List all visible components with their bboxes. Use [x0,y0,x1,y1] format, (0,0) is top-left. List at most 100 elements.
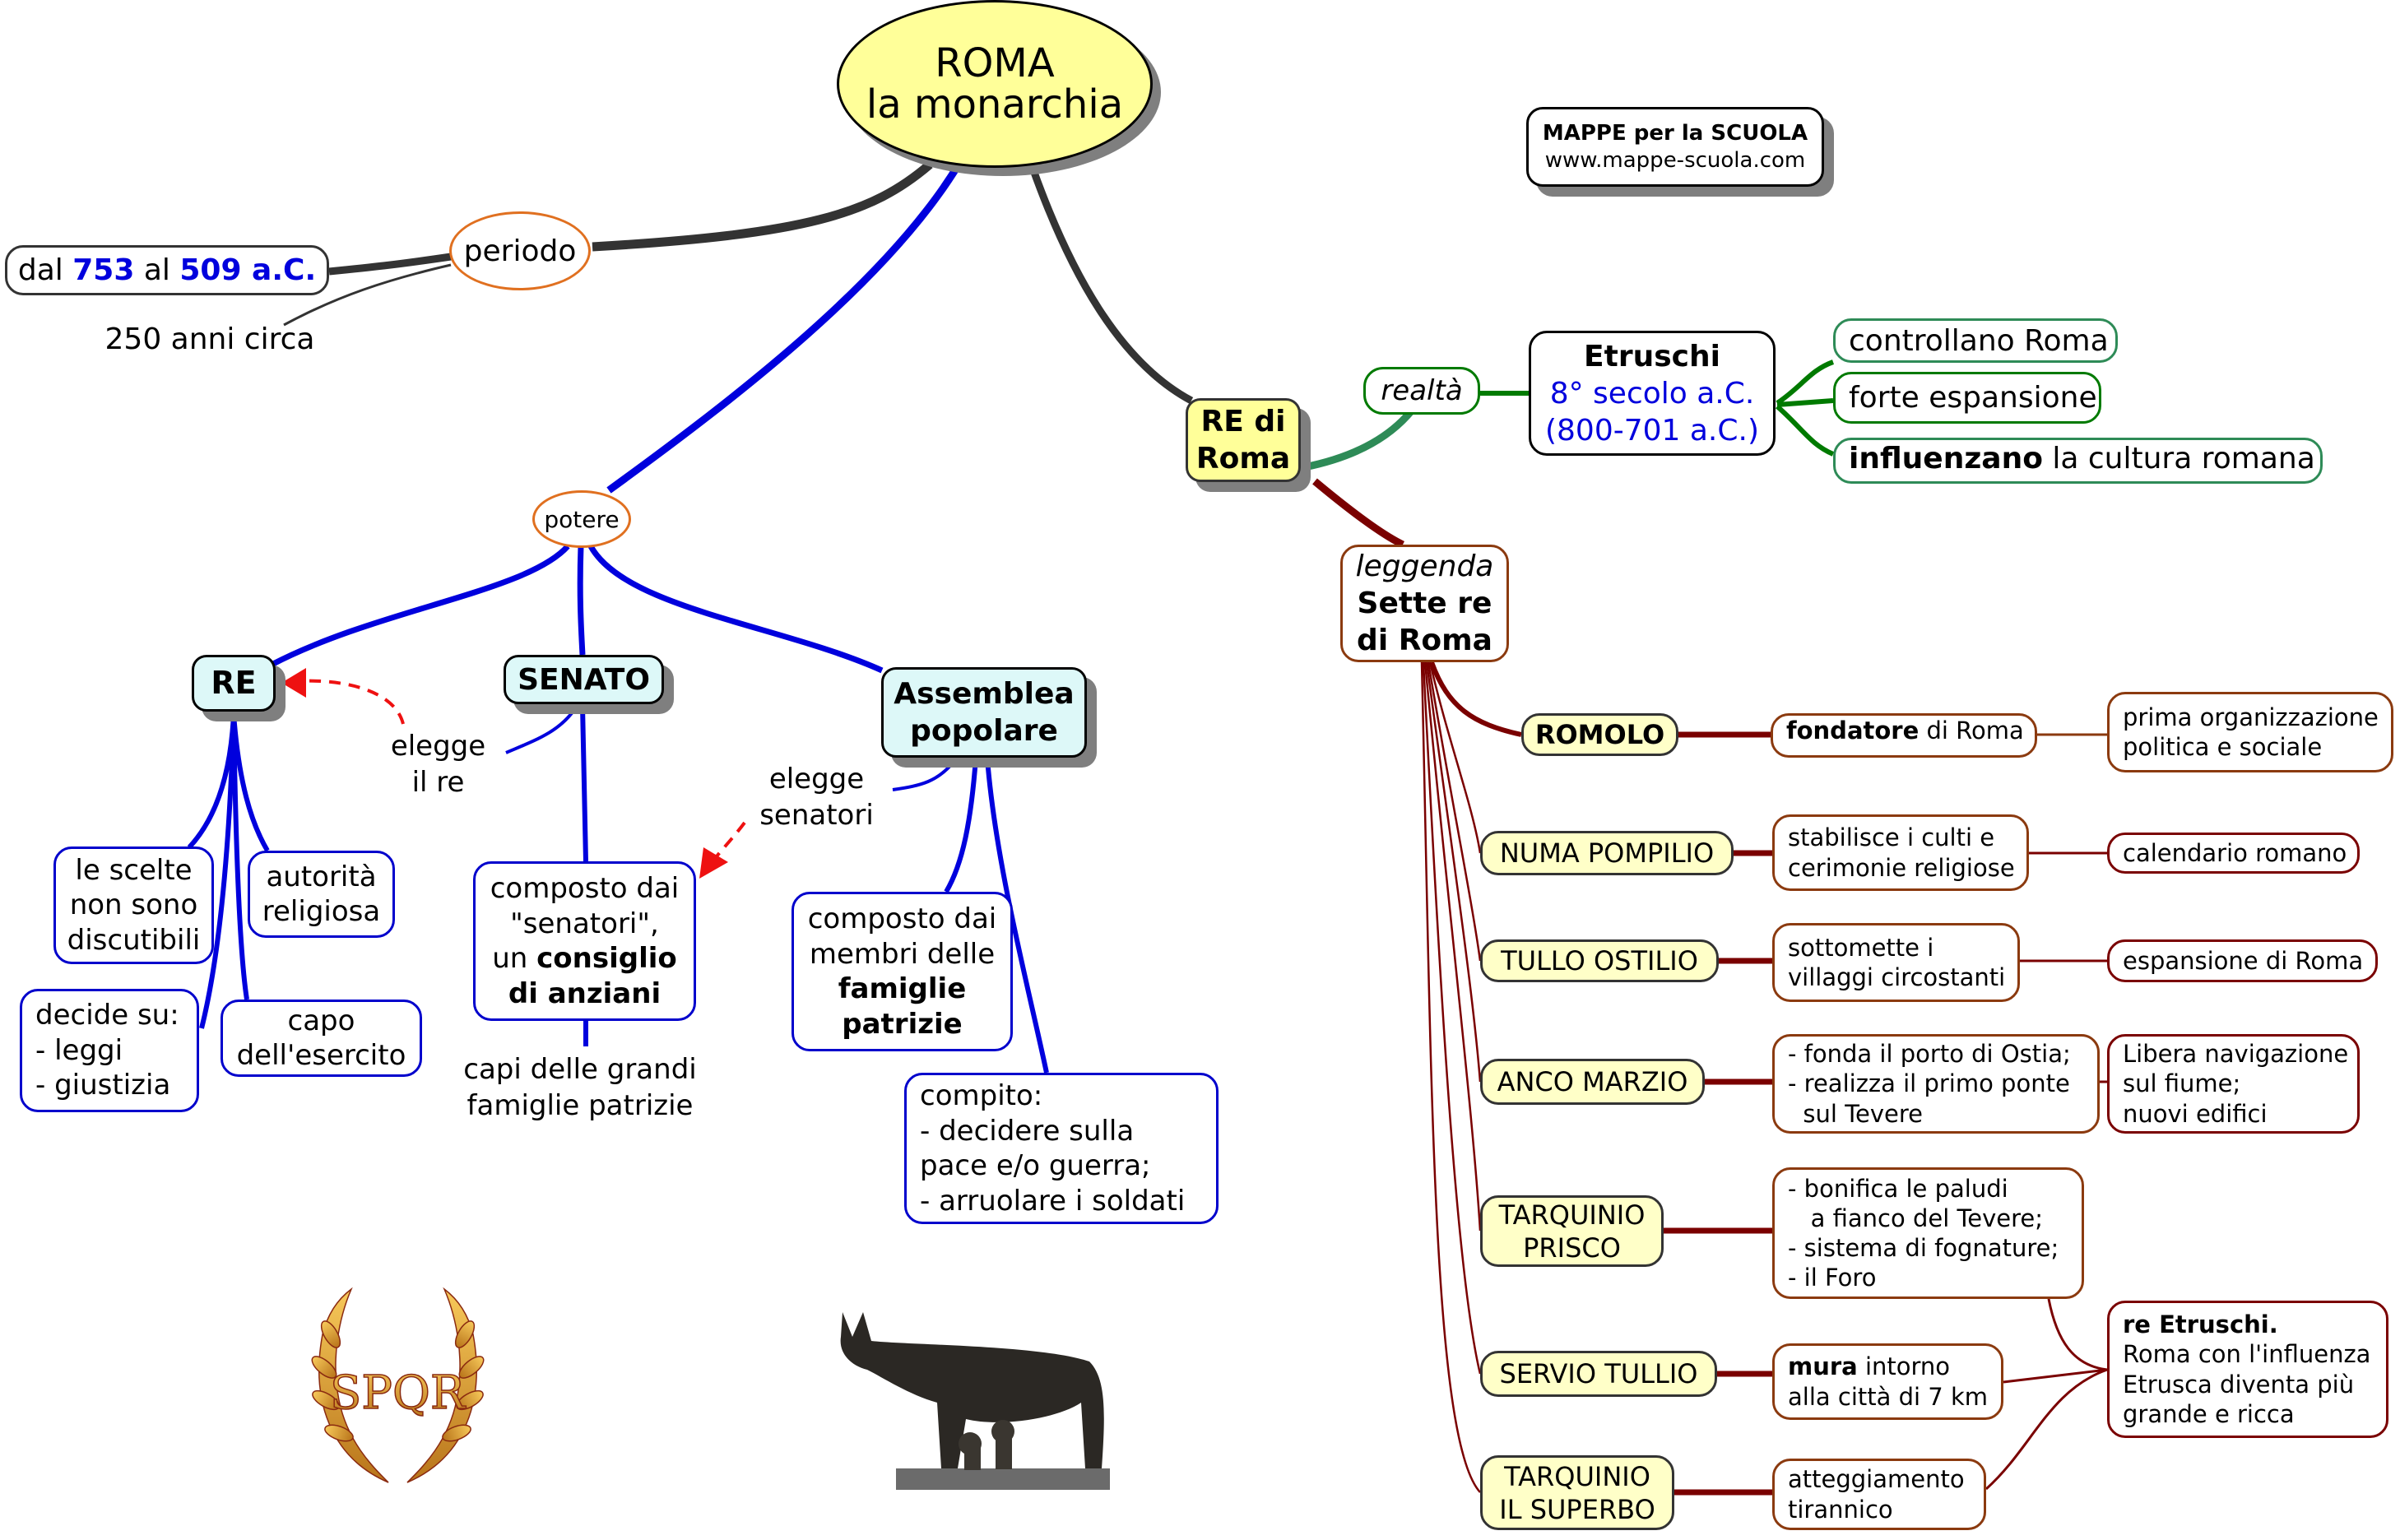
deed-servio[interactable]: mura intorno alla città di 7 km [1772,1343,2003,1420]
link-leggenda-romolo [1429,661,1522,737]
deed-anco[interactable]: - fonda il porto di Ostia; - realizza il… [1772,1034,2100,1134]
elegge-il-re-label: elegge il re [374,728,502,800]
senato-node[interactable]: SENATO [504,655,664,704]
periodo-node[interactable]: periodo [449,211,591,290]
king-tarquinio-prisco[interactable]: TARQUINIO PRISCO [1480,1195,1664,1267]
king-romolo[interactable]: ROMOLO [1521,713,1678,756]
re-item-scelte[interactable]: le scelte non sono discutibili [53,847,214,964]
text-bold: fondatore [1786,717,1920,744]
king-name: TULLO OSTILIO [1501,945,1698,976]
assemblea-composition-box[interactable]: composto dai membri delle famiglie patri… [791,892,1013,1051]
text-bold: patrizie [842,1007,963,1041]
deed-romolo[interactable]: fondatore di Roma [1771,713,2037,758]
text-line: composto dai [490,872,680,905]
result-anco[interactable]: Libera navigazione sul fiume; nuovi edif… [2107,1034,2360,1134]
etruschi-node[interactable]: Etruschi 8° secolo a.C. (800-701 a.C.) [1529,331,1776,456]
arrowhead-re [281,668,306,698]
king-anco-marzio[interactable]: ANCO MARZIO [1480,1059,1705,1105]
link-assemblea-compito [985,758,1049,1074]
text-line: Etrusca diventa più [2123,1370,2355,1399]
assemblea-compito-box[interactable]: compito: - decidere sulla pace e/o guerr… [904,1073,1219,1224]
dates-prefix: dal [17,253,63,287]
text-line: elegge [390,730,486,763]
king-name: ANCO MARZIO [1497,1066,1688,1097]
link-senato-elegge [505,706,578,754]
re-item-decide[interactable]: decide su: - leggi - giustizia [20,989,199,1112]
king-tarquinio-superbo[interactable]: TARQUINIO IL SUPERBO [1480,1455,1674,1530]
text-line: composto dai [807,902,997,935]
wolf-icon [840,1312,1110,1490]
arrow-elegge-senatori [713,821,746,861]
re-node[interactable]: RE [192,655,276,712]
deed-numa[interactable]: stabilisce i culti e cerimonie religiose [1772,814,2029,891]
leggenda-node[interactable]: leggenda Sette re di Roma [1340,545,1509,662]
etruschi-years: (800-701 a.C.) [1544,413,1760,448]
text-line: Roma [1195,442,1291,475]
king-tullo-ostilio[interactable]: TULLO OSTILIO [1480,939,1719,982]
king-name: IL SUPERBO [1499,1493,1655,1525]
result-numa[interactable]: calendario romano [2107,833,2360,874]
senato-composition-box[interactable]: composto dai "senatori", un consiglio di… [473,861,696,1021]
link-leggenda-tullo [1427,661,1482,962]
king-numa-pompilio[interactable]: NUMA POMPILIO [1480,831,1734,875]
dates-box[interactable]: dal 753 al 509 a.C. [5,245,329,295]
capitoline-wolf-image [834,1304,1117,1492]
king-servio-tullio[interactable]: SERVIO TULLIO [1480,1351,1717,1397]
realta-node[interactable]: realtà [1363,367,1480,415]
central-subtitle: la monarchia [866,81,1124,128]
result-romolo[interactable]: prima organizzazione politica e sociale [2107,692,2393,772]
result-tullo[interactable]: espansione di Roma [2107,939,2378,982]
text-line: un consiglio [492,941,677,976]
fact-forte-espansione[interactable]: forte espansione [1833,372,2101,424]
text-line: Sette re [1357,587,1492,620]
text-line: dell'esercito [236,1039,406,1072]
text-line: - giustizia [35,1069,171,1102]
text-line: alla città di 7 km [1788,1382,1989,1411]
text-line: elegge [768,763,865,796]
text-line: - leggi [35,1033,123,1067]
link-redi-leggenda [1312,478,1404,549]
text-bold: famiglie [838,972,967,1005]
assemblea-node[interactable]: Assemblea popolare [881,667,1087,758]
link-roma-periodo [592,160,933,252]
logo-box[interactable]: MAPPE per la SCUOLA www.mappe-scuola.com [1526,107,1824,187]
etruscan-kings-box[interactable]: re Etruschi. Roma con l'influenza Etrusc… [2107,1301,2388,1438]
link-leggenda-superbo [1420,661,1481,1493]
text-line: autorità [266,860,377,893]
link-prisco-etruschi [2047,1298,2108,1371]
dates-mid: al [143,253,170,287]
fact-influenzano[interactable]: influenzano la cultura romana [1833,438,2323,484]
re-di-roma-node[interactable]: RE di Roma [1186,398,1301,482]
laurel-wreath-icon: SPQR [311,1287,485,1483]
text-line: - decidere sulla [920,1114,1135,1148]
text-bold: influenzano [1849,442,2043,475]
senato-title: SENATO [518,662,650,697]
text-part: intorno [1857,1352,1951,1381]
central-node[interactable]: ROMA la monarchia [837,0,1153,168]
text-line: - arruolare i soldati [920,1184,1186,1218]
fact-controllano[interactable]: controllano Roma [1833,318,2118,363]
text-line: cerimonie religiose [1788,853,2015,882]
re-item-capo[interactable]: capo dell'esercito [221,1000,422,1077]
arrow-elegge-re [295,679,405,725]
elegge-senatori-label: elegge senatori [745,761,889,833]
text-line: stabilisce i culti e [1788,823,1995,852]
text-line: "senatori", [510,907,659,940]
link-senato-box [580,705,588,862]
periodo-note: 250 anni circa [104,322,315,356]
king-name: PRISCO [1523,1232,1621,1264]
re-item-autorita[interactable]: autorità religiosa [248,851,395,938]
deed-superbo[interactable]: atteggiamento tirannico [1772,1459,1986,1530]
text-line: grande e ricca [2123,1399,2295,1428]
link-etruschi-forte [1776,398,1834,407]
deed-prisco[interactable]: - bonifica le paludi a fianco del Tevere… [1772,1167,2084,1299]
text-line: la cultura romana [2042,442,2315,475]
king-name: SERVIO TULLIO [1499,1358,1698,1389]
text-part: un [492,942,537,975]
text-line: sottomette i [1788,933,1934,962]
potere-node[interactable]: potere [532,490,631,548]
deed-tullo[interactable]: sottomette i villaggi circostanti [1772,923,2020,1002]
text-line: - bonifica le paludi [1788,1174,2008,1203]
link-re-capo [231,713,249,1000]
